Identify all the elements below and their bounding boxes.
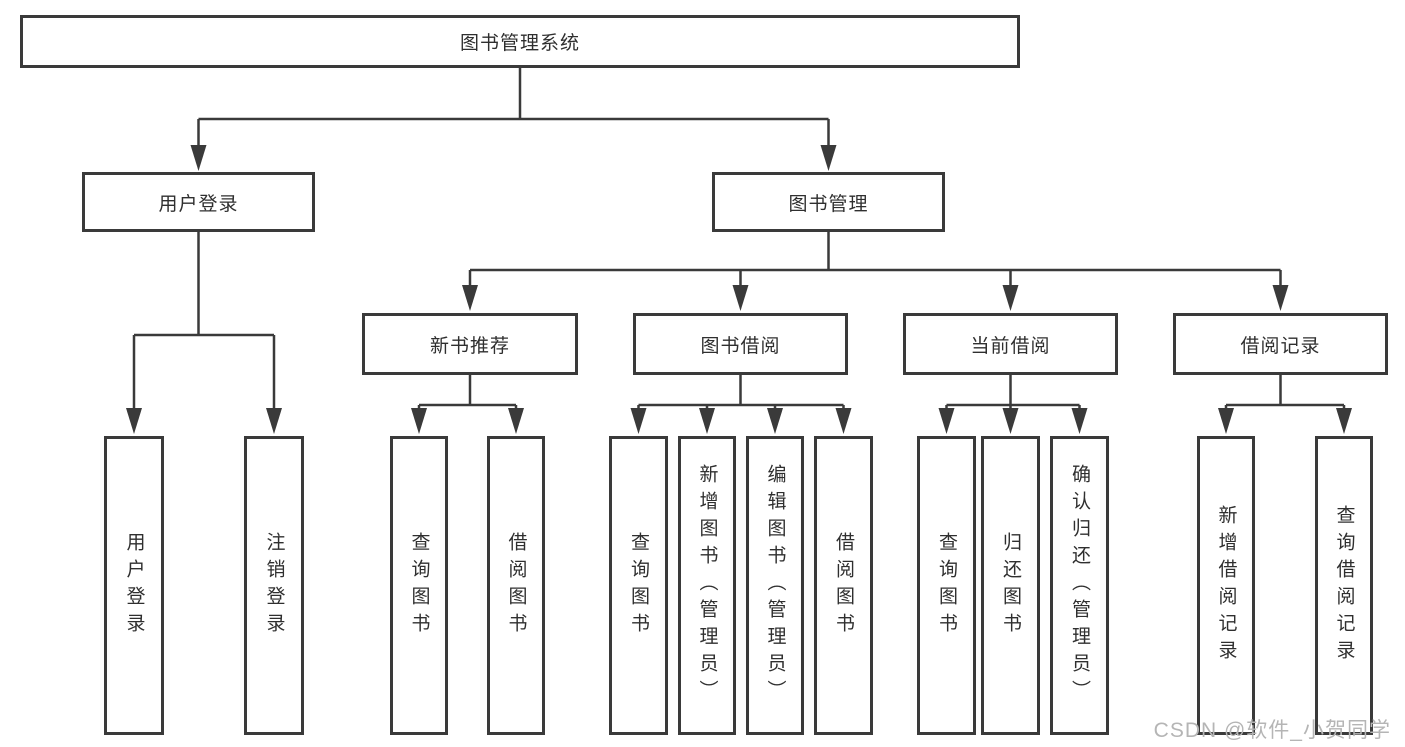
leaf-current-confirm-return-admin-label: 确认归还（管理员） bbox=[1069, 464, 1090, 707]
node-borrow-records: 借阅记录 bbox=[1173, 313, 1388, 375]
leaf-current-query-books: 查询图书 bbox=[917, 436, 976, 735]
leaf-borrow-edit-books-admin: 编辑图书（管理员） bbox=[746, 436, 804, 735]
node-root: 图书管理系统 bbox=[20, 15, 1020, 68]
leaf-current-return-books-label: 归还图书 bbox=[1000, 531, 1021, 640]
leaf-borrow-edit-books-admin-label: 编辑图书（管理员） bbox=[764, 464, 786, 707]
node-current-borrow: 当前借阅 bbox=[903, 313, 1118, 375]
leaf-current-query-books-label: 查询图书 bbox=[936, 531, 957, 640]
leaf-records-query-record-label: 查询借阅记录 bbox=[1333, 504, 1355, 667]
leaf-records-query-record: 查询借阅记录 bbox=[1315, 436, 1373, 735]
node-book-borrow-label: 图书借阅 bbox=[700, 335, 781, 357]
leaf-newbook-query-books-label: 查询图书 bbox=[408, 531, 430, 640]
arrowheads bbox=[126, 145, 1352, 434]
leaf-newbook-borrow-books-label: 借阅图书 bbox=[505, 531, 527, 640]
node-user-login: 用户登录 bbox=[82, 172, 315, 232]
node-book-management-label: 图书管理 bbox=[788, 193, 869, 215]
leaf-borrow-add-books-admin: 新增图书（管理员） bbox=[678, 436, 736, 735]
leaf-current-confirm-return-admin: 确认归还（管理员） bbox=[1050, 436, 1109, 735]
leaf-newbook-borrow-books: 借阅图书 bbox=[487, 436, 545, 735]
node-book-management: 图书管理 bbox=[712, 172, 945, 232]
node-new-book-recommend: 新书推荐 bbox=[362, 313, 578, 375]
node-borrow-records-label: 借阅记录 bbox=[1240, 335, 1321, 357]
node-new-book-recommend-label: 新书推荐 bbox=[429, 335, 510, 357]
leaf-borrow-query-books-label: 查询图书 bbox=[628, 531, 649, 640]
leaf-borrow-borrow-books: 借阅图书 bbox=[814, 436, 873, 735]
leaf-user-login-label: 用户登录 bbox=[123, 531, 145, 640]
csdn-watermark: CSDN @软件_小贺同学 bbox=[1153, 719, 1391, 742]
leaf-borrow-add-books-admin-label: 新增图书（管理员） bbox=[696, 464, 718, 707]
leaf-borrow-query-books: 查询图书 bbox=[609, 436, 668, 735]
leaf-borrow-borrow-books-label: 借阅图书 bbox=[833, 531, 854, 640]
leaf-newbook-query-books: 查询图书 bbox=[390, 436, 448, 735]
leaf-logout-label: 注销登录 bbox=[263, 531, 285, 640]
connector-paths bbox=[132, 68, 1346, 412]
leaf-records-add-record-label: 新增借阅记录 bbox=[1215, 504, 1237, 667]
leaf-user-login: 用户登录 bbox=[104, 436, 164, 735]
leaf-logout: 注销登录 bbox=[244, 436, 304, 735]
node-user-login-label: 用户登录 bbox=[158, 193, 239, 215]
node-current-borrow-label: 当前借阅 bbox=[970, 335, 1051, 357]
node-root-label: 图书管理系统 bbox=[459, 33, 580, 54]
leaf-records-add-record: 新增借阅记录 bbox=[1197, 436, 1255, 735]
leaf-current-return-books: 归还图书 bbox=[981, 436, 1040, 735]
node-book-borrow: 图书借阅 bbox=[633, 313, 848, 375]
